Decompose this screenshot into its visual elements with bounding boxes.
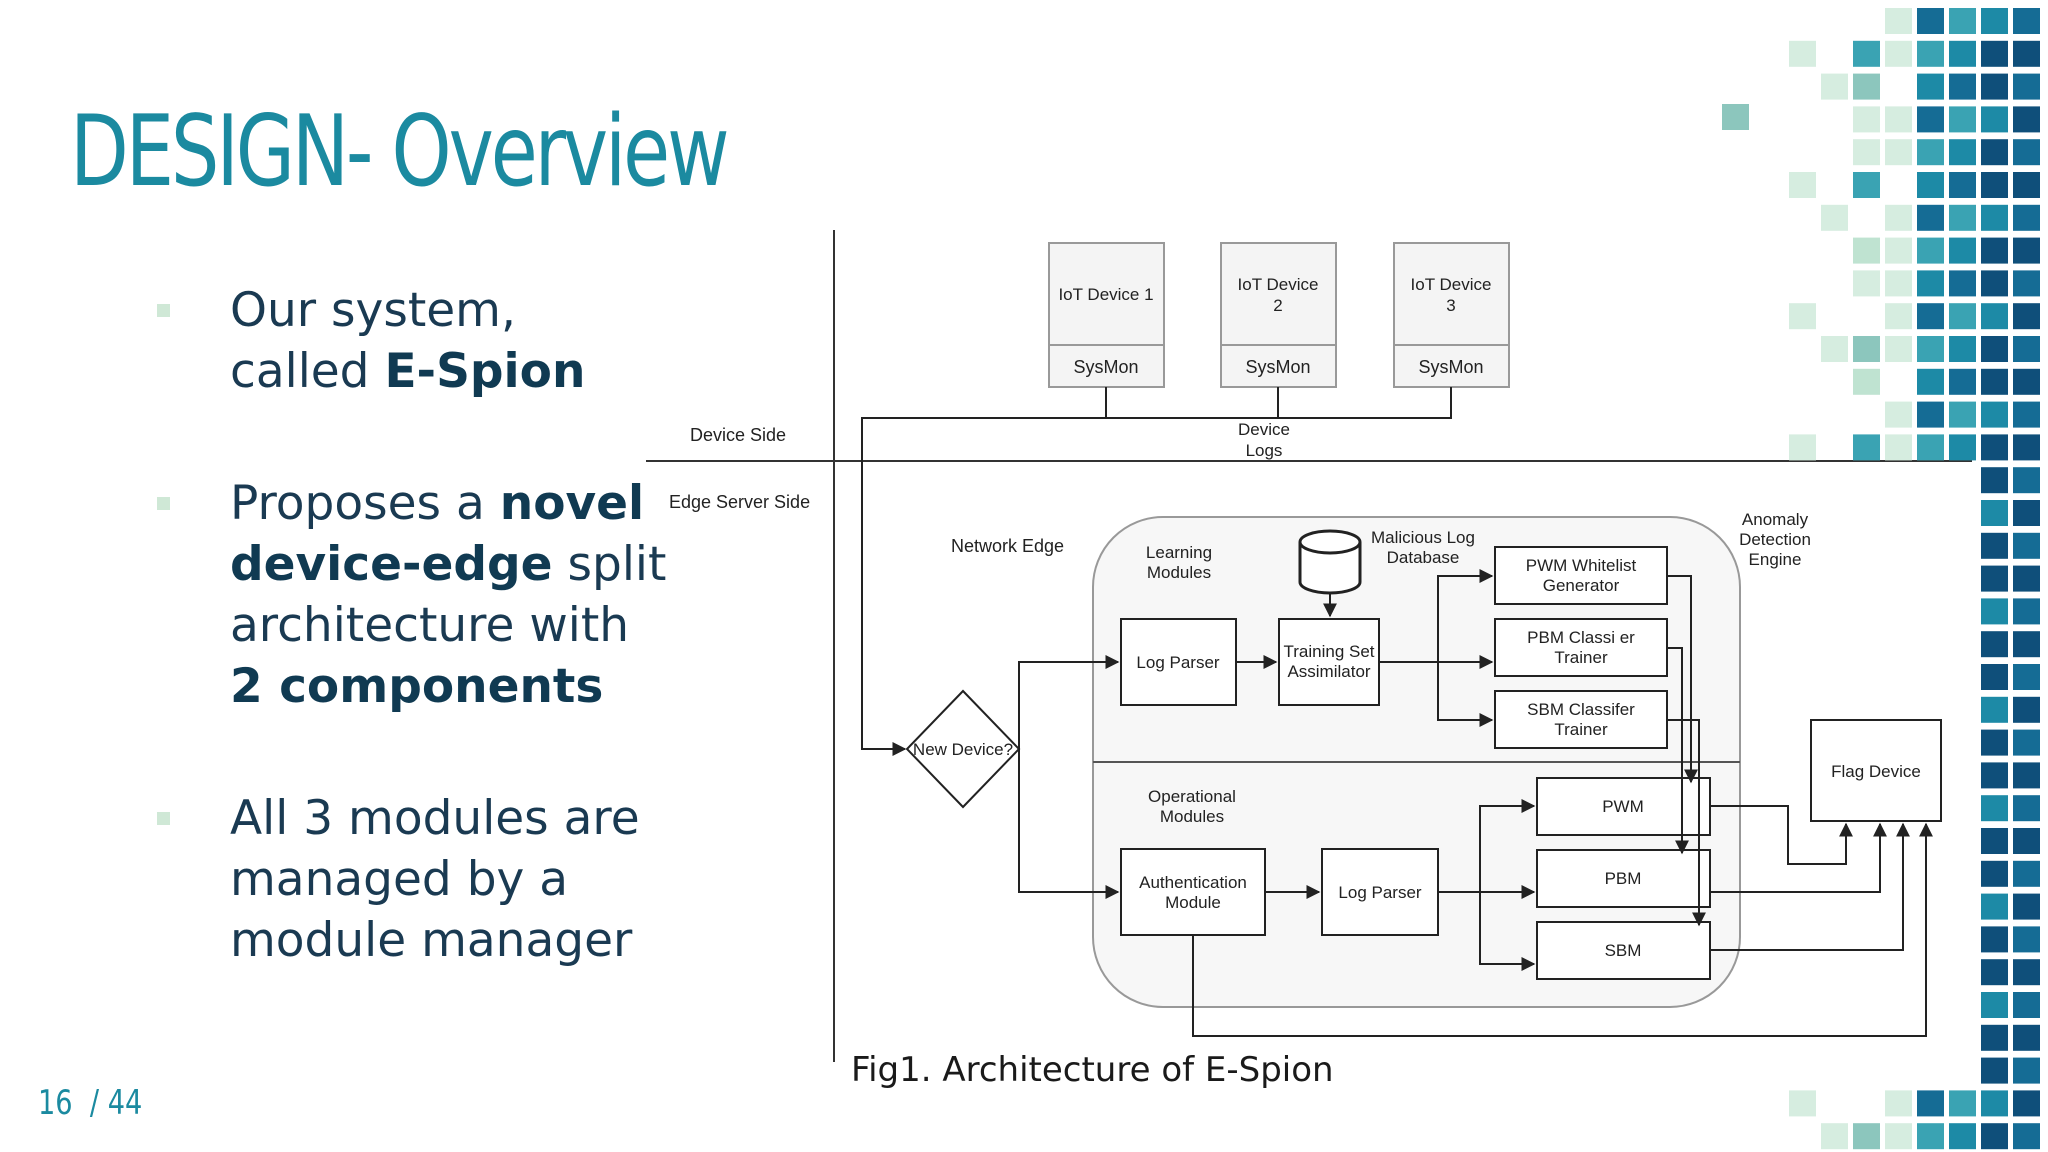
flag-device bbox=[1810, 719, 1942, 822]
page-total: 44 bbox=[107, 1083, 143, 1123]
pbm-module bbox=[1536, 849, 1711, 908]
sbm-label: SBM bbox=[1605, 941, 1642, 960]
iot-device-1: IoT Device 1 SysMon bbox=[1048, 242, 1165, 388]
bullet-marker bbox=[157, 497, 170, 510]
bullet-item: Proposes a novel device-edge split archi… bbox=[155, 473, 675, 717]
slide-title: DESIGN- Overview bbox=[70, 95, 730, 209]
page-current: 16 bbox=[38, 1083, 73, 1123]
log-parser-learning-label: Log Parser bbox=[1136, 653, 1219, 672]
new-device-decision bbox=[905, 689, 1021, 809]
device-log-bus bbox=[861, 387, 1107, 756]
new-device-label: New Device? bbox=[913, 740, 1013, 759]
page-number: 16 / 44 bbox=[38, 1083, 142, 1123]
bullet-text: Proposes a novel device-edge split archi… bbox=[230, 476, 667, 714]
pbm-classifier-trainer bbox=[1494, 618, 1668, 677]
pwm-label: PWM bbox=[1602, 797, 1644, 816]
log-parser-learning bbox=[1120, 618, 1237, 706]
iot-device-1-sysmon: SysMon bbox=[1073, 357, 1138, 377]
bullet-marker bbox=[157, 304, 170, 317]
device-side-label: Device Side bbox=[690, 425, 786, 445]
iot-device-3-sysmon: SysMon bbox=[1418, 357, 1483, 377]
page-separator: / bbox=[89, 1083, 100, 1123]
edge-server-side-label: Edge Server Side bbox=[669, 492, 810, 512]
bullet-item: All 3 modules are managed by a module ma… bbox=[155, 788, 675, 971]
authentication-module bbox=[1120, 848, 1266, 936]
iot-device-1-name: IoT Device 1 bbox=[1058, 285, 1153, 304]
pbm-label: PBM bbox=[1605, 869, 1642, 888]
bullet-text: Our system,called E-Spion bbox=[230, 283, 586, 399]
network-edge-label: Network Edge bbox=[951, 536, 1064, 556]
flag-device-label: Flag Device bbox=[1831, 762, 1921, 781]
bullet-list: Our system,called E-Spion Proposes a nov… bbox=[155, 280, 675, 1042]
figure-caption: Fig1. Architecture of E-Spion bbox=[851, 1050, 1334, 1090]
log-parser-operational-label: Log Parser bbox=[1338, 883, 1421, 902]
iot-device-2-sysmon: SysMon bbox=[1245, 357, 1310, 377]
training-set-assimilator bbox=[1278, 618, 1380, 706]
log-parser-operational bbox=[1321, 848, 1439, 936]
database-icon bbox=[1298, 529, 1362, 595]
bullet-marker bbox=[157, 812, 170, 825]
bullet-item: Our system,called E-Spion bbox=[155, 280, 675, 402]
bullet-text: All 3 modules are managed by a module ma… bbox=[230, 791, 640, 968]
